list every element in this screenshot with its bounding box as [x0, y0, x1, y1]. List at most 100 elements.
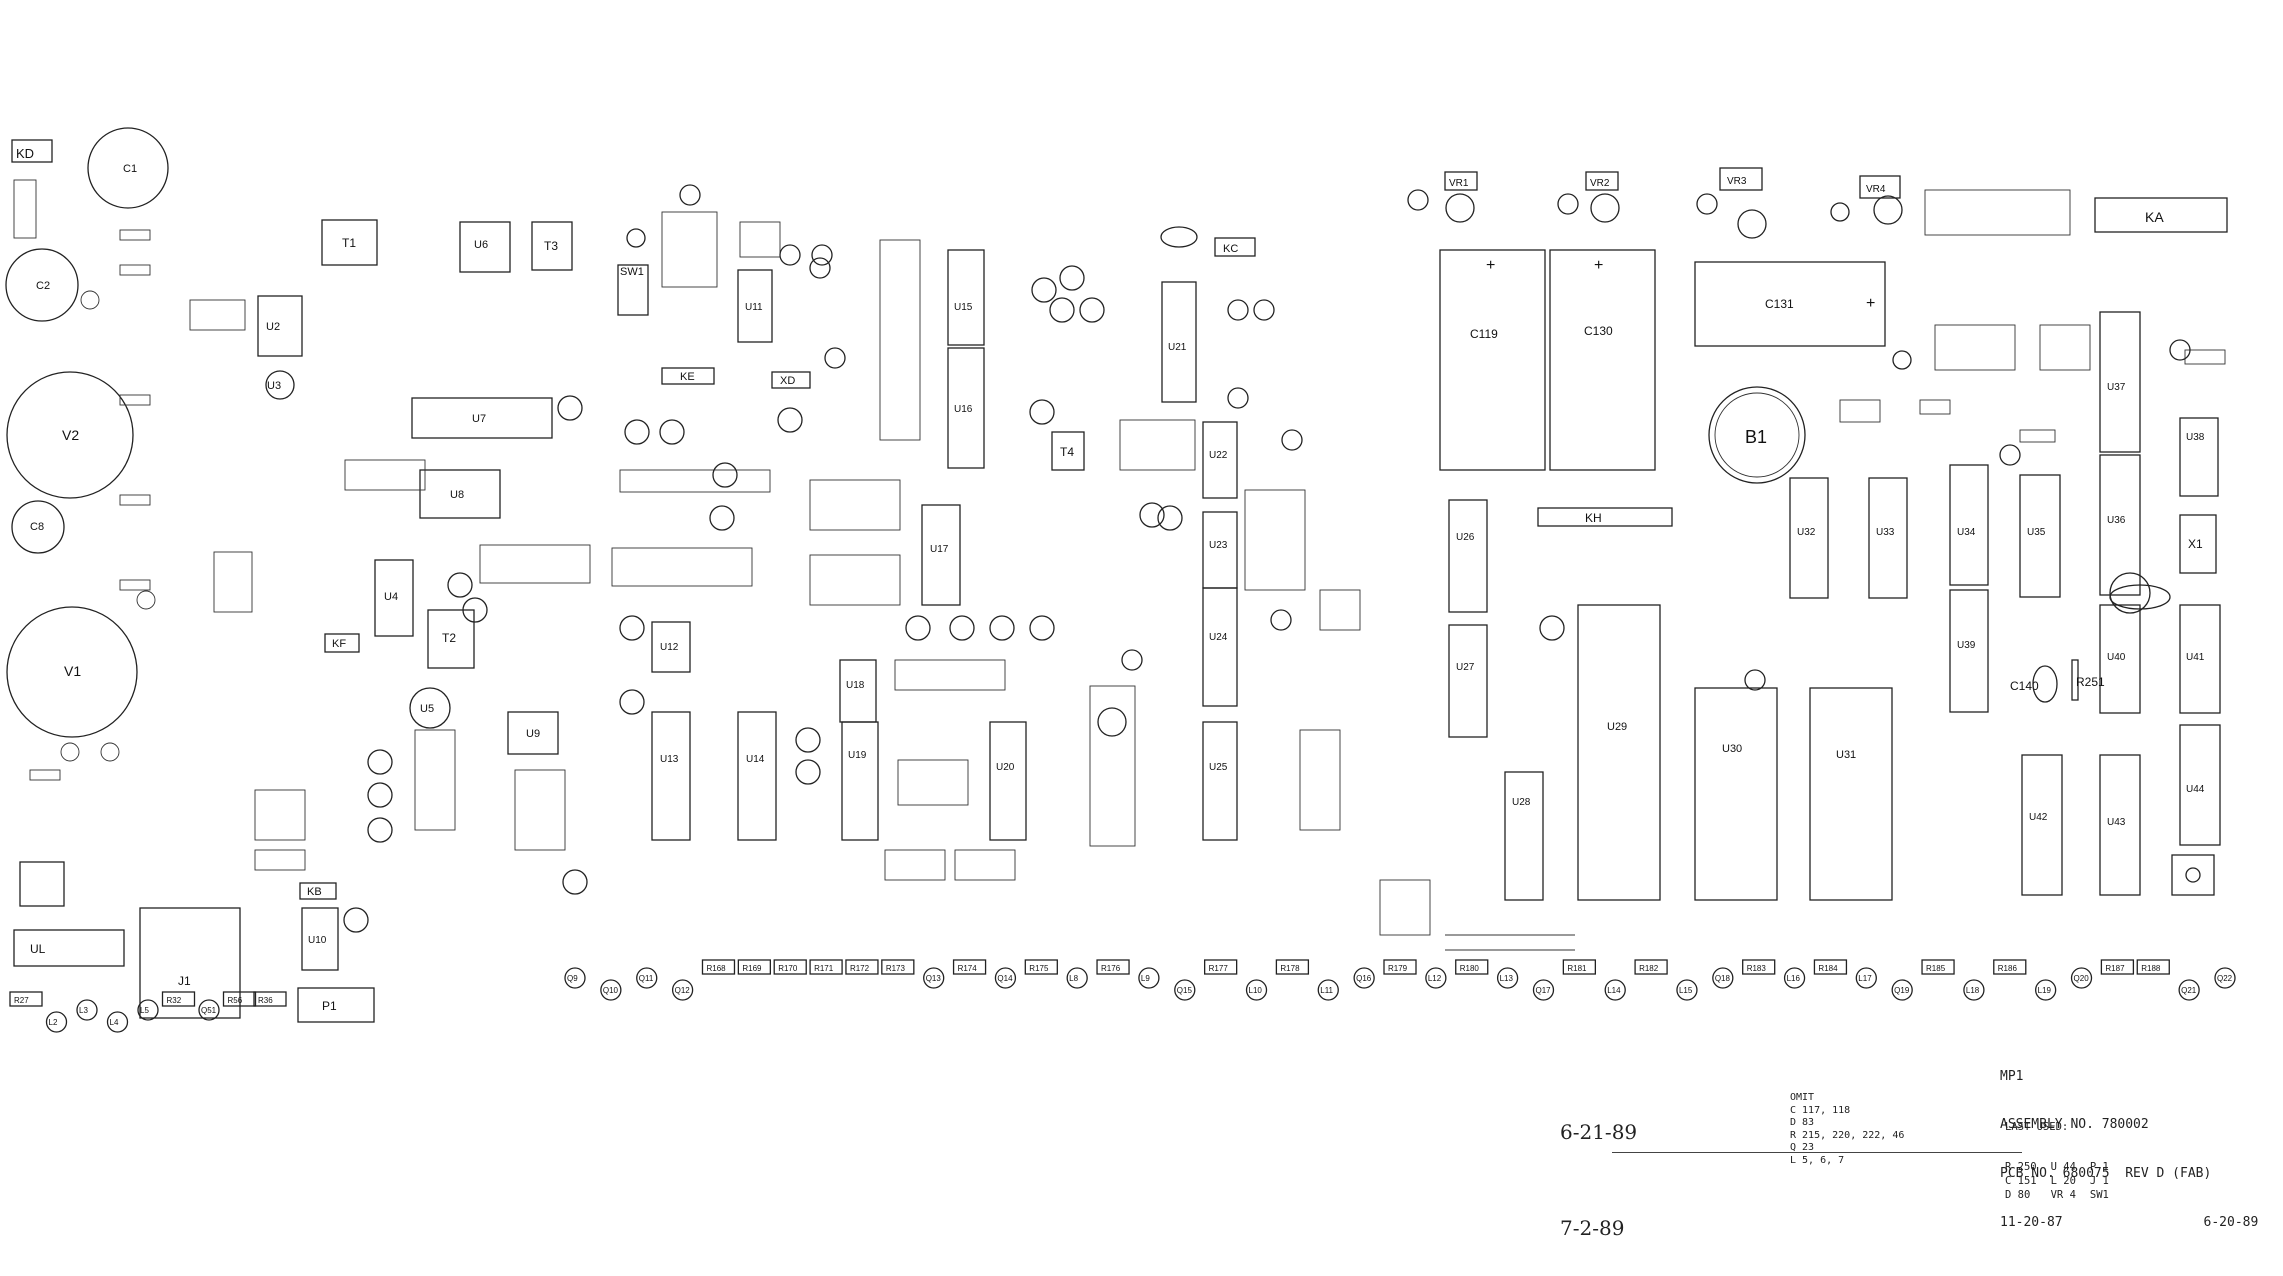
- svg-text:U37: U37: [2107, 382, 2126, 393]
- svg-text:U44: U44: [2186, 784, 2205, 795]
- chip-u30: [1694, 687, 1778, 901]
- chip-u8: [419, 469, 501, 519]
- svg-text:U31: U31: [1836, 749, 1856, 761]
- svg-text:+: +: [1594, 257, 1603, 274]
- svg-text:C131: C131: [1765, 297, 1794, 311]
- switch-sw1: [617, 264, 649, 316]
- svg-text:U7: U7: [472, 413, 486, 425]
- assembly-dates: 11-20-87 6-20-89: [2000, 1214, 2259, 1230]
- svg-text:KC: KC: [1223, 243, 1238, 255]
- svg-text:X1: X1: [2188, 537, 2203, 551]
- svg-text:U32: U32: [1797, 527, 1816, 538]
- svg-text:U22: U22: [1209, 450, 1228, 461]
- chip-u39: [1949, 589, 1989, 713]
- date-2: 7-2-89: [1560, 1216, 1625, 1240]
- row-part-label: Q10: [603, 986, 619, 995]
- svg-text:U29: U29: [1607, 721, 1627, 733]
- row-part-r185: [1921, 959, 1955, 975]
- row-part-label: Q19: [1894, 986, 1910, 995]
- svg-text:U19: U19: [848, 750, 867, 761]
- row-part-q19: [1891, 979, 1913, 1001]
- row-part-l3: [76, 999, 98, 1021]
- svg-text:XD: XD: [780, 375, 795, 387]
- row-part-label: R184: [1818, 964, 1838, 973]
- relay-kc: [1214, 237, 1256, 257]
- row-part-label: R175: [1029, 964, 1049, 973]
- row-part-label: Q13: [926, 974, 942, 983]
- transformer-t1: [321, 219, 378, 266]
- row-part-r172: [845, 959, 879, 975]
- svg-text:U6: U6: [474, 239, 488, 251]
- transformer-t3: [531, 221, 573, 271]
- row-part-q14: [994, 967, 1017, 989]
- row-part-label: Q11: [639, 974, 654, 983]
- row-part-l12: [1425, 967, 1447, 989]
- svg-text:U14: U14: [746, 754, 765, 765]
- row-part-label: L15: [1679, 986, 1693, 995]
- assembly-title: MP1: [2000, 1068, 2024, 1084]
- row-part-label: Q17: [1535, 986, 1551, 995]
- svg-text:T3: T3: [544, 239, 558, 253]
- svg-text:SW1: SW1: [620, 266, 644, 278]
- row-part-r168: [701, 959, 736, 975]
- row-part-label: Q18: [1715, 974, 1731, 983]
- relay-kh: [1537, 507, 1673, 527]
- row-part-l17: [1855, 967, 1877, 989]
- row-part-r177: [1204, 959, 1238, 975]
- svg-text:C8: C8: [30, 521, 44, 533]
- transformer-t2: [427, 609, 475, 669]
- svg-text:U27: U27: [1456, 662, 1475, 673]
- chip-u34: [1949, 464, 1989, 586]
- row-part-r184: [1813, 959, 1848, 975]
- row-part-label: R172: [850, 964, 870, 973]
- left-edge-section: KD C1 C2 V2 C8 V1 UL: [5, 127, 169, 967]
- row-part-label: L13: [1500, 974, 1514, 983]
- svg-text:VR2: VR2: [1590, 178, 1610, 189]
- row-part-label: R27: [14, 996, 29, 1005]
- svg-text:U28: U28: [1512, 797, 1531, 808]
- row-part-l16: [1783, 967, 1806, 989]
- chip-u28: [1504, 771, 1544, 901]
- row-part-label: Q9: [567, 974, 578, 983]
- svg-text:U25: U25: [1209, 762, 1228, 773]
- row-part-r188: [2136, 959, 2170, 975]
- chip-u19: [841, 721, 879, 841]
- svg-text:T4: T4: [1060, 445, 1074, 459]
- chip-u25: [1202, 721, 1238, 841]
- row-part-label: L4: [110, 1018, 119, 1027]
- svg-text:U5: U5: [420, 703, 434, 715]
- capacitor-c131: [1694, 261, 1886, 347]
- part-label: KD: [16, 146, 34, 161]
- chip-u22: [1202, 421, 1238, 499]
- chip-u6: [459, 221, 511, 273]
- svg-text:C119: C119: [1470, 327, 1498, 341]
- svg-text:C130: C130: [1584, 324, 1613, 338]
- row-part-l11: [1317, 979, 1339, 1001]
- row-part-label: R56: [228, 996, 243, 1005]
- svg-text:C140: C140: [2010, 679, 2039, 693]
- row-part-q51: [198, 999, 220, 1021]
- capacitor-c1: [87, 127, 169, 209]
- svg-text:B1: B1: [1745, 427, 1767, 447]
- svg-text:P1: P1: [322, 999, 337, 1013]
- row-part-label: Q22: [2217, 974, 2233, 983]
- chip-u40: [2099, 604, 2141, 714]
- chip-u4: [374, 559, 414, 637]
- capacitor-c130: [1549, 249, 1656, 471]
- row-part-label: Q15: [1177, 986, 1193, 995]
- chip-u32: [1789, 477, 1829, 599]
- row-part-label: R182: [1639, 964, 1659, 973]
- svg-text:U16: U16: [954, 404, 973, 415]
- row-part-r27: [9, 991, 43, 1007]
- chip-u35: [2019, 474, 2061, 598]
- row-part-l15: [1676, 979, 1698, 1001]
- row-part-l4: [106, 1011, 129, 1033]
- svg-text:C2: C2: [36, 280, 50, 292]
- chip-u20: [989, 721, 1027, 841]
- row-part-l2: [45, 1011, 68, 1033]
- row-part-label: L17: [1858, 974, 1872, 983]
- svg-text:+: +: [1866, 295, 1875, 312]
- chip-u17: [921, 504, 961, 606]
- row-part-label: L9: [1141, 974, 1150, 983]
